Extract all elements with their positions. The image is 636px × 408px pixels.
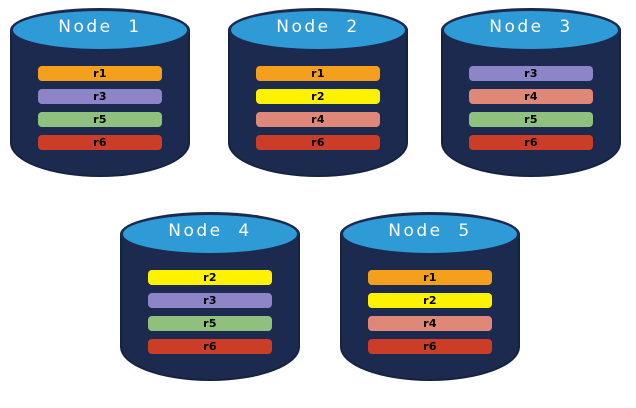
replica-bar-r1[interactable]: r1 bbox=[256, 66, 380, 81]
replica-list: r1 r2 r4 r6 bbox=[368, 270, 492, 354]
replica-bar-r6[interactable]: r6 bbox=[148, 339, 272, 354]
replica-bar-r2[interactable]: r2 bbox=[256, 89, 380, 104]
replica-list: r3 r4 r5 r6 bbox=[469, 66, 593, 150]
cylinder-top-icon bbox=[120, 212, 300, 256]
replica-bar-r1[interactable]: r1 bbox=[38, 66, 162, 81]
replica-bar-r2[interactable]: r2 bbox=[368, 293, 492, 308]
replica-bar-r2[interactable]: r2 bbox=[148, 270, 272, 285]
replica-bar-r3[interactable]: r3 bbox=[38, 89, 162, 104]
cylinder-top-icon bbox=[441, 8, 621, 52]
replica-list: r1 r2 r4 r6 bbox=[256, 66, 380, 150]
replica-bar-r6[interactable]: r6 bbox=[368, 339, 492, 354]
replica-bar-r6[interactable]: r6 bbox=[469, 135, 593, 150]
replica-bar-r3[interactable]: r3 bbox=[469, 66, 593, 81]
replica-bar-r5[interactable]: r5 bbox=[148, 316, 272, 331]
replica-bar-r3[interactable]: r3 bbox=[148, 293, 272, 308]
replica-bar-r6[interactable]: r6 bbox=[38, 135, 162, 150]
replica-bar-r1[interactable]: r1 bbox=[368, 270, 492, 285]
replica-list: r1 r3 r5 r6 bbox=[38, 66, 162, 150]
cylinder-top-icon bbox=[340, 212, 520, 256]
cylinder-top-icon bbox=[10, 8, 190, 52]
replica-bar-r5[interactable]: r5 bbox=[38, 112, 162, 127]
replica-list: r2 r3 r5 r6 bbox=[148, 270, 272, 354]
cylinder-top-icon bbox=[228, 8, 408, 52]
replica-bar-r4[interactable]: r4 bbox=[256, 112, 380, 127]
replica-bar-r4[interactable]: r4 bbox=[368, 316, 492, 331]
replica-bar-r5[interactable]: r5 bbox=[469, 112, 593, 127]
replica-bar-r6[interactable]: r6 bbox=[256, 135, 380, 150]
replica-bar-r4[interactable]: r4 bbox=[469, 89, 593, 104]
